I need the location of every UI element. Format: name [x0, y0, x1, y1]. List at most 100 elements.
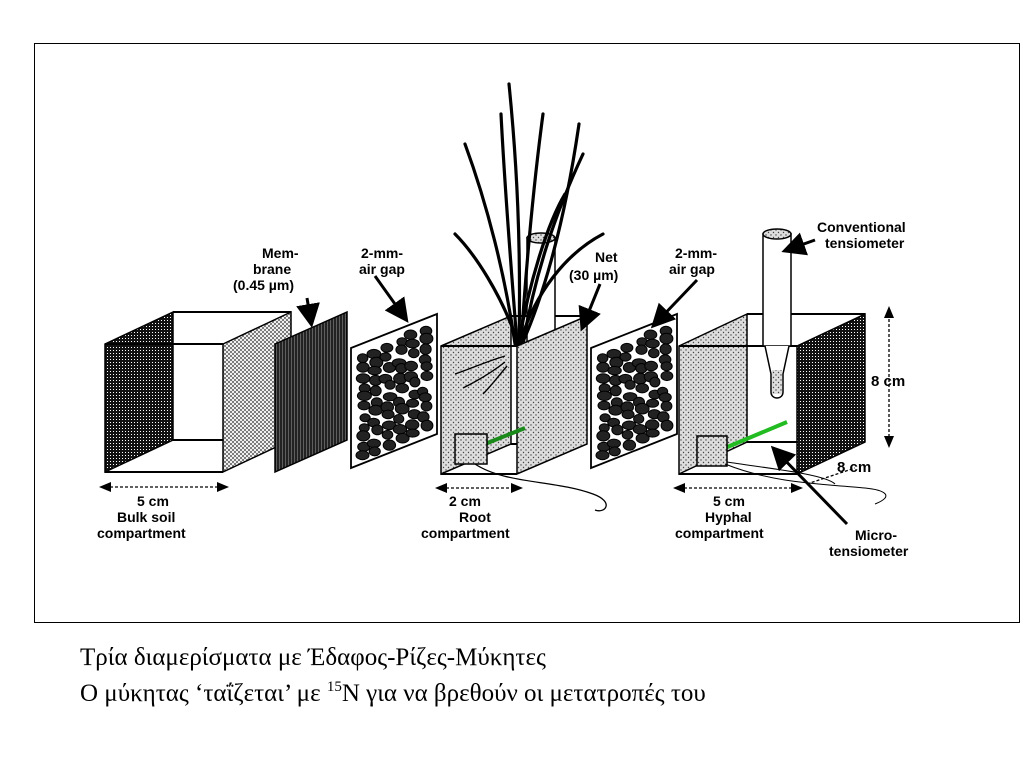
hyphal-probe-block: [696, 435, 728, 467]
air-gap-bead: [635, 344, 648, 355]
bulk-left-wall: [104, 310, 174, 474]
air-gap-bead: [660, 370, 674, 382]
air-gap-bead: [366, 438, 381, 449]
label-root-width: 2 cm: [449, 493, 481, 509]
air-gap-bead: [606, 438, 622, 449]
air-gap-bead: [619, 352, 632, 362]
air-gap-bead: [599, 413, 611, 423]
air-gap-bead: [404, 360, 419, 372]
air-gap-bead: [660, 419, 674, 432]
air-gap-bead: [633, 414, 645, 424]
compartment-diagram: Mem- brane (0.45 µm) 2-mm- air gap Net (…: [97, 82, 909, 559]
air-gap-bead: [596, 361, 610, 373]
air-gap-bead: [369, 385, 382, 397]
root-box: [440, 82, 607, 512]
air-gap-bead: [621, 429, 634, 440]
air-gap-bead: [356, 430, 371, 442]
air-gap-bead: [622, 392, 638, 402]
caption-line-1: Τρία διαμερίσματα με Έδαφος-Ρίζες-Μύκητε…: [80, 644, 546, 671]
label-air-gap-right-1: 2-mm-: [675, 245, 717, 261]
air-gap-bead: [395, 432, 410, 444]
caption-line-2: Ο μύκητας ‘ταΐζεται’ με 15N για να βρεθο…: [80, 676, 1000, 712]
air-gap-bead: [395, 344, 408, 355]
caption-line-2-start: Ο μύκητας ‘ταΐζεται’ με: [80, 680, 327, 707]
root-probe: [484, 426, 526, 446]
air-gap-bead: [355, 450, 370, 461]
label-hyphal-2: compartment: [675, 525, 764, 541]
label-conventional-1: Conventional: [817, 219, 906, 235]
air-gap-bead: [649, 376, 661, 388]
air-gap-bead: [381, 429, 394, 440]
label-bulk-2: compartment: [97, 525, 186, 541]
air-gap-bead: [634, 402, 650, 415]
root-probe-block: [454, 433, 488, 465]
label-micro-2: tensiometer: [829, 543, 909, 559]
air-gap-bead: [596, 430, 611, 442]
label-membrane-1: Mem-: [262, 245, 299, 261]
air-gap-bead: [420, 419, 434, 432]
air-gap-bead: [659, 332, 674, 345]
air-gap-bead: [419, 332, 434, 345]
air-gap-bead: [405, 428, 420, 438]
air-gap-bead: [380, 342, 394, 353]
air-gap-bead: [420, 370, 434, 382]
air-gap-bead: [597, 353, 609, 364]
label-net-1: Net: [595, 249, 618, 265]
label-air-gap-left-2: air gap: [359, 261, 405, 277]
label-bulk-width: 5 cm: [137, 493, 169, 509]
air-gap-bead: [406, 398, 420, 408]
label-air-gap-right-2: air gap: [669, 261, 715, 277]
air-gap-right-panel: [590, 312, 678, 470]
air-gap-bead: [645, 338, 660, 349]
air-gap-bead: [595, 450, 610, 461]
air-gap-bead: [659, 343, 672, 356]
air-gap-bead: [660, 400, 673, 412]
air-gap-bead: [394, 402, 410, 415]
hyphal-right-wall: [796, 312, 866, 476]
diagram-frame: Mem- brane (0.45 µm) 2-mm- air gap Net (…: [34, 43, 1020, 623]
air-gap-bead: [371, 424, 384, 436]
air-gap-bead: [418, 392, 432, 403]
micro-probe: [724, 420, 788, 450]
air-gap-bead: [658, 392, 672, 403]
air-gap-bead: [644, 360, 658, 372]
bulk-soil-box: [104, 310, 292, 474]
air-gap-bead: [648, 348, 660, 359]
label-air-gap-left-1: 2-mm-: [361, 245, 403, 261]
air-gap-bead: [645, 419, 660, 431]
air-gap-bead: [405, 419, 420, 431]
label-hyphal-1: Hyphal: [705, 509, 752, 525]
air-gap-bead: [403, 329, 418, 340]
air-gap-bead: [379, 352, 392, 362]
air-gap-bead: [408, 348, 420, 359]
label-depth-dim: 8 cm: [837, 459, 871, 476]
air-gap-bead: [392, 424, 408, 435]
air-gap-bead: [368, 404, 383, 416]
label-membrane-3: (0.45 µm): [233, 277, 294, 293]
air-gap-bead: [597, 400, 611, 411]
air-gap-bead: [608, 404, 623, 416]
label-hyphal-width: 5 cm: [713, 493, 745, 509]
conventional-tensiometer-tube: [762, 233, 792, 347]
air-gap-bead: [420, 400, 433, 412]
air-gap-bead: [382, 439, 397, 451]
air-gap-bead: [420, 361, 433, 372]
air-gap-bead: [635, 432, 650, 444]
air-gap-bead: [356, 390, 372, 401]
air-gap-bead: [632, 424, 648, 435]
air-gap-bead: [621, 409, 635, 420]
air-gap-bead: [381, 409, 395, 420]
air-gap-bead: [357, 353, 369, 364]
air-gap-bead: [419, 343, 432, 356]
caption-isotope-superscript: 15: [326, 679, 342, 695]
air-gap-bead: [645, 428, 660, 438]
air-gap-bead: [359, 413, 371, 423]
air-gap-bead: [356, 361, 370, 373]
air-gap-bead: [620, 342, 634, 353]
air-gap-left-panel: [350, 312, 438, 470]
label-micro-1: Micro-: [855, 527, 897, 543]
label-net-2: (30 µm): [569, 267, 618, 283]
air-gap-bead: [622, 439, 637, 451]
air-gap-bead: [409, 376, 421, 388]
air-gap-bead: [384, 379, 396, 390]
